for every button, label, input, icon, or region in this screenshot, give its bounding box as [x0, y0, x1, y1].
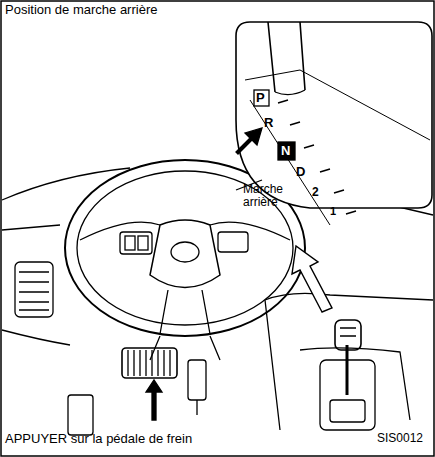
gear-letter: P	[256, 91, 265, 105]
gear-letter: R	[264, 116, 273, 130]
gear-letter: 1	[330, 205, 336, 217]
callout-text: Marche arrière	[243, 183, 303, 209]
gear-letter: 2	[312, 186, 319, 199]
figure-code: SIS0012	[377, 432, 423, 445]
instruction-text: APPUYER sur la pédale de frein	[5, 432, 192, 446]
gear-letter: N	[281, 144, 290, 158]
figure-title: Position de marche arrière	[5, 3, 157, 17]
gear-letter: D	[296, 165, 305, 179]
